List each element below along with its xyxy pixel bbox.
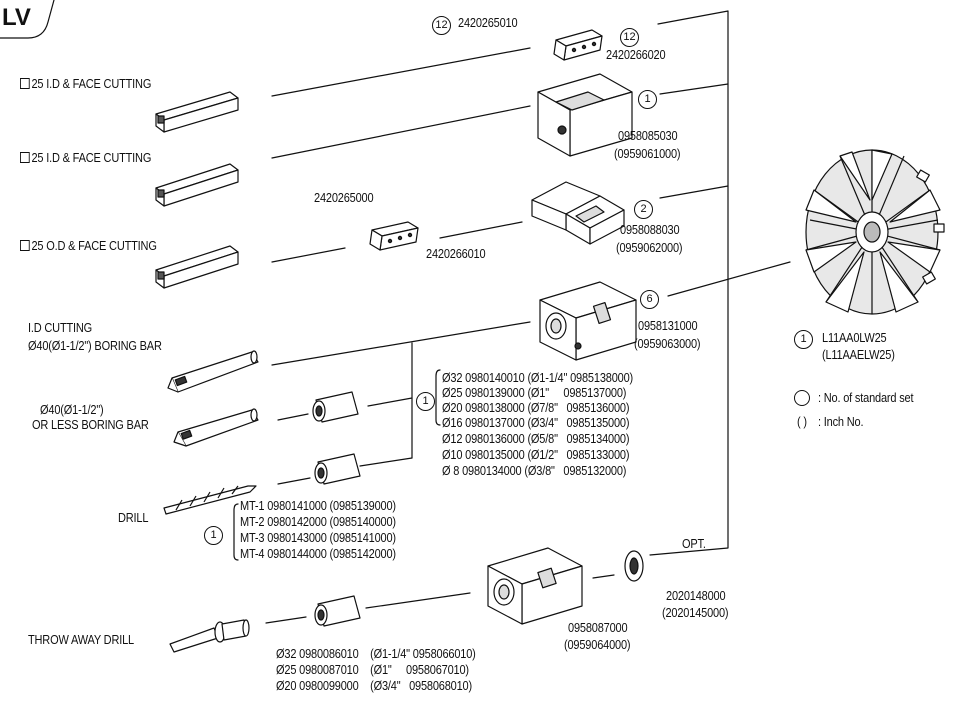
mt-row: MT-2 0980142000 (0985140000) [240,515,396,529]
tool-label-drill: DRILL [118,511,149,525]
part-code-6: 0958131000 [638,319,698,333]
sleeve-row: Ø25 0980139000 (Ø1" 0985137000) [442,386,627,400]
bus-line [659,185,729,199]
connector-line [277,477,311,485]
connector-line [592,574,615,579]
square-shank-tool-2 [155,163,239,207]
bus-line [659,83,729,95]
sleeve-row: Ø12 0980136000 (Ø5/8" 0985134000) [442,432,630,446]
part-code-1: 0958085030 [618,129,678,143]
square-shank-tool-3 [155,245,239,289]
turret-disc [805,149,945,315]
square-shank-icon [20,240,30,251]
legend-standard-set: : No. of standard set [818,391,914,405]
holder-inch: (0959064000) [564,638,631,652]
throw-away-drill [169,619,250,653]
tool-label-id-face-2: 25 I.D & FACE CUTTING [20,152,151,165]
turret-code: L11AA0LW25 [822,331,887,345]
tool-label-text: 25 I.D & FACE CUTTING [31,151,152,165]
connector-line [271,105,531,159]
td-row: Ø25 0980087010 (Ø1" 0958067010) [276,663,469,677]
part-code-12-right: 2420266020 [606,48,666,62]
tool-block-2 [531,181,625,245]
mt-row: MT-3 0980143000 (0985141000) [240,531,396,545]
square-shank-icon [20,78,30,89]
mt-bracket [233,503,239,561]
tool-block-6 [539,281,637,361]
sleeve-row: Ø16 0980137000 (Ø3/4" 0985135000) [442,416,630,430]
part-code-12-top: 2420265010 [458,16,518,30]
drill-bit [163,485,257,515]
connector-line [367,397,413,407]
part-number-circle-6: 6 [640,290,659,309]
turret-line [667,261,791,297]
boring-bar-small [173,408,259,447]
optional-label: OPT. [682,537,706,551]
mt-row: MT-1 0980141000 (0985139000) [240,499,396,513]
standard-set-circle-icon [794,390,810,406]
tool-label-id-cutting: I.D CUTTING [28,321,93,335]
part-inch-2: (0959062000) [616,241,683,255]
sleeve-bracket [435,369,441,426]
wedge-mid [369,221,419,251]
sleeve-1 [312,391,359,423]
td-row: Ø20 0980099000 (Ø3/4" 0958068010) [276,679,472,693]
part-code-2: 0958088030 [620,223,680,237]
connector-line [271,47,531,97]
header-badge-frame [0,0,55,39]
tool-block-1 [537,73,633,157]
connector-line [365,592,471,609]
washer [624,550,644,582]
part-number-circle-12: 12 [432,16,451,35]
wedge-code-top: 2420265000 [314,191,374,205]
holder-code: 0958087000 [568,621,628,635]
part-number-circle-turret: 1 [794,330,813,349]
sleeve-row: Ø20 0980138000 (Ø7/8" 0985136000) [442,401,630,415]
turret-inch: (L11AAELW25) [822,348,895,362]
tool-label-throw-away-drill: THROW AWAY DRILL [28,633,134,647]
part-inch-6: (0959063000) [634,337,701,351]
tool-label-text: 25 I.D & FACE CUTTING [31,77,152,91]
washer-inch: (2020145000) [662,606,729,620]
connector-line [359,457,413,467]
tool-label-text: 25 O.D & FACE CUTTING [31,239,157,253]
part-inch-1: (0959061000) [614,147,681,161]
throw-away-holder [487,547,583,625]
washer-code: 2020148000 [666,589,726,603]
tool-label-boring-small-2: OR LESS BORING BAR [32,418,149,432]
connector-line [271,247,346,263]
connector-line [277,413,309,421]
part-number-circle-2: 2 [634,200,653,219]
header-badge: LV [2,4,31,31]
part-number-circle-sleeve: 1 [416,392,435,411]
wedge-code-bottom: 2420266010 [426,247,486,261]
sleeve-row: Ø 8 0980134000 (Ø3/8" 0985132000) [442,464,627,478]
tool-label-boring-bar: Ø40(Ø1-1/2") BORING BAR [28,339,162,353]
part-number-circle-12b: 12 [620,28,639,47]
part-number-circle-1: 1 [638,90,657,109]
boring-bar-large [167,350,259,393]
connector-line [265,616,307,624]
sleeve-2 [314,453,361,485]
wedge-12 [553,29,603,61]
connector-line [439,221,523,239]
td-row: Ø32 0980086010 (Ø1-1/4" 0958066010) [276,647,476,661]
tool-label-id-face-1: 25 I.D & FACE CUTTING [20,78,151,91]
tool-label-boring-small: Ø40(Ø1-1/2") [40,403,104,417]
connector-line [271,321,531,366]
square-shank-tool-1 [155,91,239,133]
sleeve-row: Ø32 0980140010 (Ø1-1/4" 0985138000) [442,371,634,385]
square-shank-icon [20,152,30,163]
mt-row: MT-4 0980144000 (0985142000) [240,547,396,561]
tool-label-od-face: 25 O.D & FACE CUTTING [20,240,157,253]
part-number-circle-mt: 1 [204,526,223,545]
legend-paren-symbol: ( ) [797,415,807,429]
sleeve-3 [314,595,361,627]
sleeve-row: Ø10 0980135000 (Ø1/2" 0985133000) [442,448,630,462]
legend-inch-no: : Inch No. [818,415,864,429]
